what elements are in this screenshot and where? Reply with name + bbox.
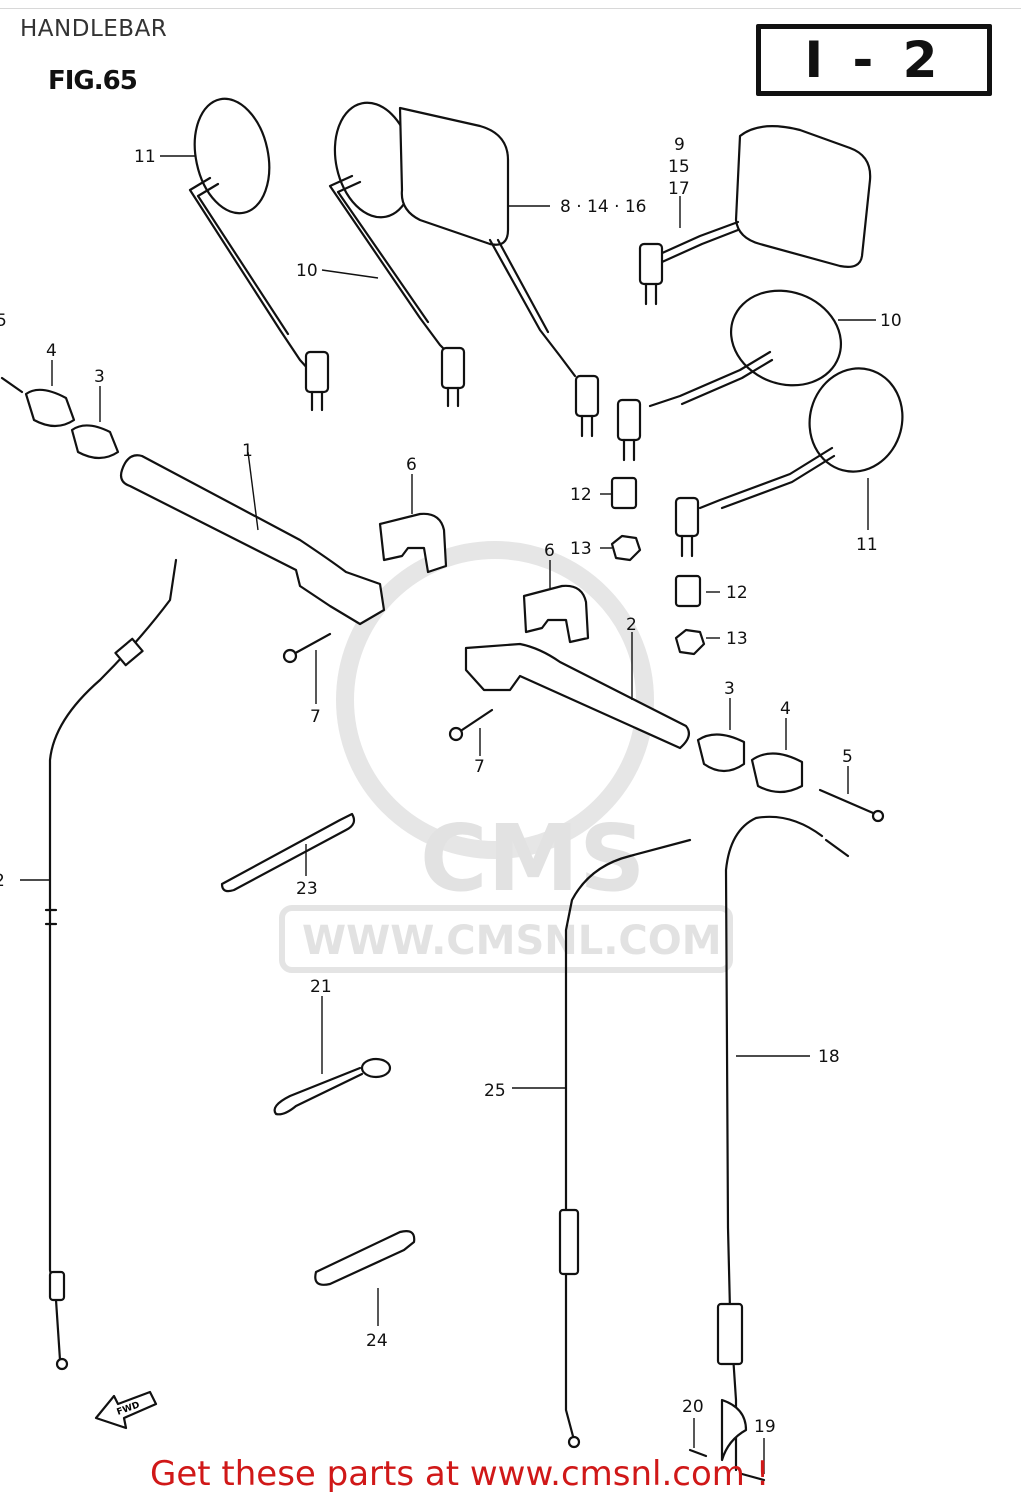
grip-left-parts xyxy=(0,376,120,460)
watermark: CMS WWW.CMSNL.COM xyxy=(279,541,733,973)
mirror-round-right-lower xyxy=(674,367,904,558)
callout-23: 23 xyxy=(296,879,318,899)
get-parts-link[interactable]: Get these parts at www.cmsnl.com ! xyxy=(150,1454,770,1494)
mirror-round-right xyxy=(616,289,843,462)
callout-11: 11 xyxy=(856,535,878,555)
callout-7: 7 xyxy=(310,707,321,727)
clip-21 xyxy=(273,1057,392,1116)
figure-label: FIG.65 xyxy=(48,66,138,96)
page-title: HANDLEBAR xyxy=(20,16,168,42)
callout-2: 2 xyxy=(0,871,5,891)
mirror-round-left xyxy=(188,97,330,412)
callout-10: 10 xyxy=(296,261,318,281)
fwd-arrow-icon: FWD xyxy=(94,1390,158,1430)
callout-17: 17 xyxy=(668,179,690,199)
mirror-rectangular-upper xyxy=(398,106,600,438)
callout-24: 24 xyxy=(366,1331,388,1351)
callout-5: 5 xyxy=(0,311,7,331)
callout-4: 4 xyxy=(46,341,57,361)
callout-1: 1 xyxy=(242,441,253,461)
clamp-upper xyxy=(378,512,448,574)
callout-20: 20 xyxy=(682,1397,704,1417)
callout-labels: 11 10 8 · 14 · 16 9 15 17 10 11 5 4 3 1 … xyxy=(0,135,902,1437)
leader-lines xyxy=(20,155,876,1474)
callout-12: 12 xyxy=(726,583,748,603)
cable-left xyxy=(44,558,178,1371)
callout-13: 13 xyxy=(570,539,592,559)
callout-5: 5 xyxy=(842,747,853,767)
callout-3: 3 xyxy=(94,367,105,387)
callout-13: 13 xyxy=(726,629,748,649)
mirror-round-upper xyxy=(328,101,466,408)
handlebar-left xyxy=(119,454,386,626)
bolt-7-left xyxy=(282,632,332,664)
handlebar-right xyxy=(464,642,691,750)
callout-6: 6 xyxy=(406,455,417,475)
callout-18: 18 xyxy=(818,1047,840,1067)
callout-4: 4 xyxy=(780,699,791,719)
callout-7: 7 xyxy=(474,757,485,777)
watermark-url-text: WWW.CMSNL.COM xyxy=(302,918,722,964)
nuts-and-spacers xyxy=(610,476,706,656)
callout-19: 19 xyxy=(754,1417,776,1437)
strap-23 xyxy=(220,812,356,893)
callout-8-14-16: 8 · 14 · 16 xyxy=(560,197,647,217)
callout-12: 12 xyxy=(570,485,592,505)
callout-9: 9 xyxy=(674,135,685,155)
screws-19-20 xyxy=(688,1448,766,1482)
section-badge: I - 2 xyxy=(756,24,992,96)
callout-25: 25 xyxy=(484,1081,506,1101)
callout-11: 11 xyxy=(134,147,156,167)
grip-right-parts xyxy=(696,733,885,823)
mirror-rectangular-right xyxy=(638,125,872,306)
watermark-logo-text: CMS xyxy=(420,805,645,912)
header-divider xyxy=(0,8,1021,9)
callout-21: 21 xyxy=(310,977,332,997)
cable-25 xyxy=(558,838,692,1449)
callout-10: 10 xyxy=(880,311,902,331)
callout-2: 2 xyxy=(626,615,637,635)
callout-3: 3 xyxy=(724,679,735,699)
callout-6: 6 xyxy=(544,541,555,561)
plate-24 xyxy=(314,1230,416,1286)
bolt-7-right xyxy=(448,708,494,742)
clamp-lower xyxy=(522,584,590,644)
cable-18 xyxy=(716,815,850,1472)
callout-15: 15 xyxy=(668,157,690,177)
